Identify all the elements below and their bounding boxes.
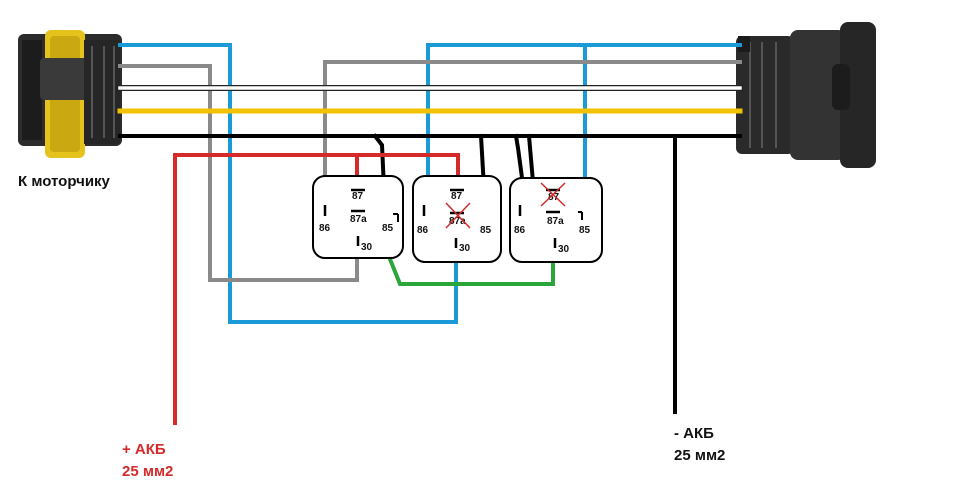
relay-2-pin-87a: 87a (449, 216, 466, 227)
minus-akb-section-label: 25 мм2 (674, 447, 725, 464)
relay-3-pin-87: 87 (548, 192, 560, 203)
relay-1-pin-85: 85 (382, 223, 394, 234)
right-connector-icon (736, 22, 876, 168)
relay-2-pin-85: 85 (480, 225, 492, 236)
blue-wire-left (118, 43, 458, 324)
gray-wire-left (118, 64, 359, 282)
blue-wire-right (426, 43, 742, 202)
relay-1-pin-87: 87 (352, 191, 364, 202)
left-connector-icon (18, 30, 122, 158)
cross-mark-icon (445, 202, 471, 229)
relay-icon: 87 87a 86 85 30 (509, 177, 603, 263)
plus-akb-section-label: 25 мм2 (122, 463, 173, 480)
relay-3-pin-86: 86 (514, 225, 526, 236)
minus-akb-label: - АКБ (674, 425, 714, 442)
relay-icon: 87 87a 86 85 30 (412, 175, 502, 263)
relay-1-pin-86: 86 (319, 223, 331, 234)
relay-1-body (312, 175, 404, 259)
harness-wires (117, 43, 743, 425)
relay-1-pin-30: 30 (361, 242, 373, 253)
relay-3-pin-85: 85 (579, 225, 591, 236)
plus-akb-label: + АКБ (122, 441, 166, 458)
red-wire-plus (173, 153, 359, 425)
cross-mark-icon (540, 182, 566, 207)
relay-3-pin-87a: 87a (547, 216, 564, 227)
relay-3-pin-30: 30 (558, 244, 570, 255)
motor-label: К моторчику (18, 173, 111, 190)
relay-2-pin-30: 30 (459, 243, 471, 254)
relay-2-body (412, 175, 502, 263)
relay-2-pin-86: 86 (417, 225, 429, 236)
relay-icon: 87 87a 86 85 30 (312, 175, 404, 259)
relay-1-pin-87a: 87a (350, 214, 367, 225)
relay-3-body (509, 177, 603, 263)
relay-2-pin-87: 87 (451, 191, 463, 202)
